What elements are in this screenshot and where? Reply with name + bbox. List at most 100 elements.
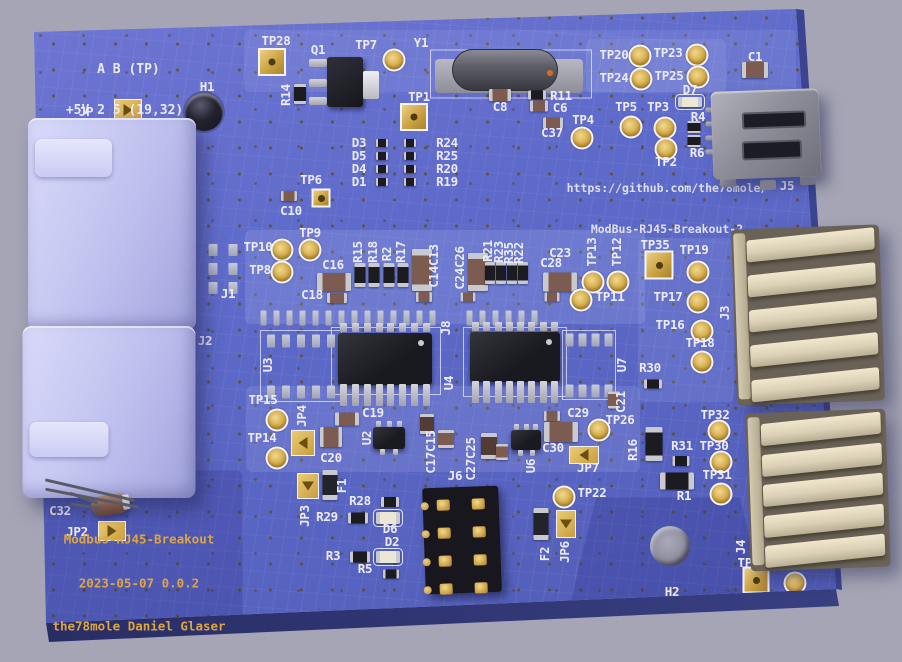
testpoint-TP9 bbox=[298, 238, 322, 262]
silk-label-C14C13: C14C13 bbox=[426, 244, 441, 288]
ic-pin bbox=[340, 384, 348, 406]
ic-U4 bbox=[338, 323, 432, 406]
footprint-pad bbox=[531, 310, 538, 326]
jumper-arrow-icon bbox=[560, 519, 572, 529]
silk-label-TP20: TP20 bbox=[599, 47, 629, 62]
ic-2 bbox=[470, 322, 560, 403]
ic-pin bbox=[472, 322, 480, 331]
silk-label-TP2: TP2 bbox=[655, 154, 677, 169]
silk-label-J3: J3 bbox=[717, 305, 732, 321]
silk-label-U6: U6 bbox=[523, 458, 538, 474]
solder-jumper-JP6 bbox=[556, 510, 576, 538]
testpoint-TP14 bbox=[265, 446, 289, 470]
resistor-R6 bbox=[687, 135, 701, 147]
silk-outline bbox=[331, 327, 441, 395]
silk-label-R22: R22 bbox=[511, 242, 526, 264]
silk-label-JP3: JP3 bbox=[297, 505, 312, 527]
silk-outline bbox=[562, 330, 616, 400]
pad-hole bbox=[410, 113, 418, 121]
footprint-pad bbox=[591, 384, 600, 398]
silk-label-TP23: TP23 bbox=[653, 45, 683, 60]
resistor-R15-part bbox=[354, 263, 366, 287]
silk-label-R2: R2 bbox=[379, 246, 394, 262]
ic-pin bbox=[550, 322, 558, 331]
footprint-pad bbox=[267, 385, 275, 399]
capacitor-C23-part bbox=[543, 272, 577, 292]
silk-label-JP7: JP7 bbox=[577, 460, 599, 475]
silk-label-TP11: TP11 bbox=[595, 289, 625, 304]
ic-pin bbox=[505, 322, 513, 331]
silk-label-TP31: TP31 bbox=[702, 467, 732, 482]
testpoint-TP23 bbox=[685, 43, 709, 67]
ic-pin bbox=[422, 323, 430, 332]
silk-label-C32: C32 bbox=[49, 503, 71, 518]
silk-label-TP18: TP18 bbox=[685, 335, 715, 350]
silk-label-C8: C8 bbox=[492, 99, 508, 114]
footprint-pad bbox=[282, 385, 290, 399]
footprint-pad bbox=[299, 310, 306, 326]
testpoint-TP6 bbox=[311, 188, 331, 208]
crystal-dot bbox=[547, 70, 553, 76]
footprint-pad bbox=[351, 310, 358, 326]
led-D7 bbox=[675, 94, 705, 110]
silk-label-U7: U7 bbox=[614, 357, 629, 373]
silk-label-R24: R24 bbox=[436, 135, 458, 150]
ic-pin bbox=[529, 450, 535, 456]
testpoint-TP2 bbox=[654, 137, 678, 161]
capacitor-C27-part bbox=[481, 433, 497, 459]
testpoint-TP25 bbox=[686, 65, 710, 89]
silk-label-Q1: Q1 bbox=[310, 42, 326, 57]
silk-label-R1: R1 bbox=[676, 488, 692, 503]
resistor-R4 bbox=[687, 121, 701, 133]
silk-label-C29: C29 bbox=[567, 405, 589, 420]
silk-label-R29: R29 bbox=[316, 509, 338, 524]
silk-label-TP19: TP19 bbox=[679, 242, 709, 257]
ic-pin bbox=[539, 322, 547, 331]
silk-label-R31: R31 bbox=[671, 438, 693, 453]
footprint-pad-row bbox=[228, 244, 238, 294]
footprint-pad bbox=[228, 244, 238, 256]
testpoint-TP12 bbox=[606, 270, 630, 294]
silk-label-TP22: TP22 bbox=[577, 485, 607, 500]
silk-label-C27C25: C27C25 bbox=[463, 437, 478, 481]
header-pin bbox=[421, 530, 430, 539]
silk-label-J1: J1 bbox=[220, 286, 236, 301]
testpoint-TP1 bbox=[400, 103, 428, 131]
resistor-R2-part bbox=[383, 263, 395, 287]
resistor-D3-part bbox=[376, 139, 388, 147]
capacitor-C6 bbox=[530, 100, 548, 112]
capacitor-C10 bbox=[281, 191, 297, 201]
header-pin bbox=[422, 558, 431, 567]
solder-jumper-JP2 bbox=[98, 521, 126, 541]
ic-pin bbox=[528, 381, 536, 403]
header-pin bbox=[438, 555, 452, 567]
footprint-pad-row bbox=[565, 333, 613, 347]
ic-pin bbox=[494, 381, 502, 403]
footprint-pad bbox=[390, 310, 397, 326]
silk-label-TP5: TP5 bbox=[615, 99, 637, 114]
silk-label-TP8: TP8 bbox=[249, 262, 271, 277]
footprint-pad bbox=[604, 333, 613, 347]
silk-label-C24C26: C24C26 bbox=[452, 246, 467, 290]
testpoint-TP7 bbox=[382, 48, 406, 72]
footprint-pad bbox=[286, 310, 293, 326]
resistor-D5-part bbox=[376, 152, 388, 160]
silk-label-TP6: TP6 bbox=[300, 172, 322, 187]
resistor-R24-part bbox=[404, 139, 416, 147]
footprint-pad-row bbox=[260, 310, 436, 326]
silk-label-R6: R6 bbox=[689, 145, 705, 160]
q1-leg bbox=[309, 79, 327, 87]
silk-label-TP17: TP17 bbox=[653, 289, 683, 304]
capacitor-C8 bbox=[489, 89, 511, 101]
ic-pin bbox=[375, 384, 383, 406]
q1-leg bbox=[309, 59, 327, 67]
silk-label-C21: C21 bbox=[613, 391, 628, 413]
solder-jumper-JP4 bbox=[291, 430, 315, 456]
q1-leg bbox=[309, 97, 327, 105]
silk-label-TP14: TP14 bbox=[247, 430, 277, 445]
ic-U2 bbox=[373, 421, 405, 455]
silk-label-R30: R30 bbox=[639, 360, 661, 375]
pad-hole bbox=[655, 261, 663, 269]
ic-pin bbox=[376, 421, 382, 427]
ic-pin bbox=[396, 421, 402, 427]
